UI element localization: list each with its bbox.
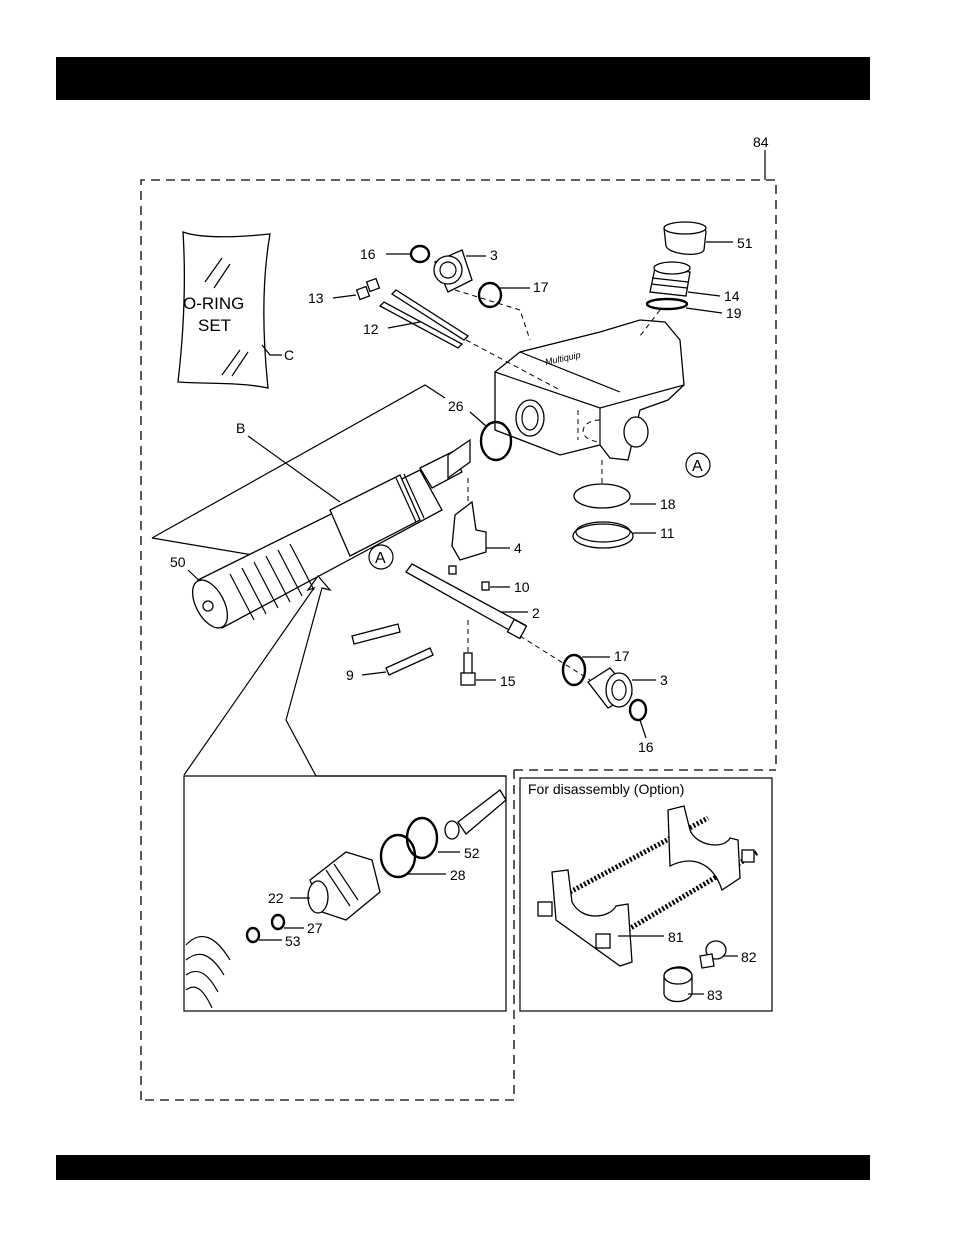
label-50: 50 (170, 554, 186, 570)
disassembly-tool-81 (538, 806, 758, 966)
assembly-number-label: 84 (753, 134, 769, 150)
ring-11 (573, 522, 633, 548)
label-27: 27 (307, 920, 323, 936)
label-b: B (236, 420, 245, 436)
shaft-2 (406, 564, 526, 638)
pins-9 (352, 624, 433, 675)
disassembly-title: For disassembly (Option) (528, 781, 684, 797)
pins-12 (380, 290, 468, 348)
label-10: 10 (514, 579, 530, 595)
label-3-lower: 3 (660, 672, 668, 688)
screw-10b (449, 566, 456, 574)
bracket-4 (448, 440, 486, 560)
label-16-lower: 16 (638, 739, 654, 755)
label-18: 18 (660, 496, 676, 512)
label-16-top: 16 (360, 246, 376, 262)
label-53: 53 (285, 933, 301, 949)
label-2: 2 (532, 605, 540, 621)
label-19: 19 (726, 305, 742, 321)
label-81: 81 (668, 929, 684, 945)
oring-set-line1: O-RING (183, 294, 244, 313)
oring-16-top (411, 246, 429, 262)
section-marker-a-right-label: A (692, 458, 703, 475)
label-9: 9 (346, 667, 354, 683)
label-26: 26 (448, 398, 464, 414)
label-17-top: 17 (533, 279, 549, 295)
section-marker-a-left-label: A (375, 550, 386, 567)
gasket-18 (574, 484, 630, 508)
label-83: 83 (707, 987, 723, 1003)
label-14: 14 (724, 288, 740, 304)
label-51: 51 (737, 235, 753, 251)
bushing-3-lower (588, 668, 632, 708)
plug-14 (650, 262, 690, 296)
label-13: 13 (308, 290, 324, 306)
oring-set-bag: O-RING SET C (178, 232, 294, 388)
oring-17-top (479, 283, 501, 307)
label-3-top: 3 (490, 247, 498, 263)
screw-10 (482, 582, 489, 590)
label-52: 52 (464, 845, 480, 861)
label-28: 28 (450, 867, 466, 883)
cylinder-50 (185, 452, 462, 634)
oring-16-lower (630, 700, 646, 720)
label-4: 4 (514, 540, 522, 556)
label-11: 11 (660, 525, 675, 541)
label-12: 12 (363, 321, 379, 337)
label-82: 82 (741, 949, 757, 965)
detail-parts (186, 790, 506, 1008)
housing-block: Multiquip (495, 320, 684, 460)
bolt-15 (461, 653, 475, 685)
set-screws-13 (357, 279, 380, 300)
label-22: 22 (268, 890, 284, 906)
cap-51 (664, 222, 706, 254)
oring-set-line2: SET (198, 316, 231, 335)
tool-83 (664, 967, 692, 1002)
callout-c: C (284, 347, 294, 363)
oring-19 (647, 299, 687, 309)
label-15: 15 (500, 673, 516, 689)
label-17-lower: 17 (614, 648, 630, 664)
tool-82 (700, 941, 726, 968)
